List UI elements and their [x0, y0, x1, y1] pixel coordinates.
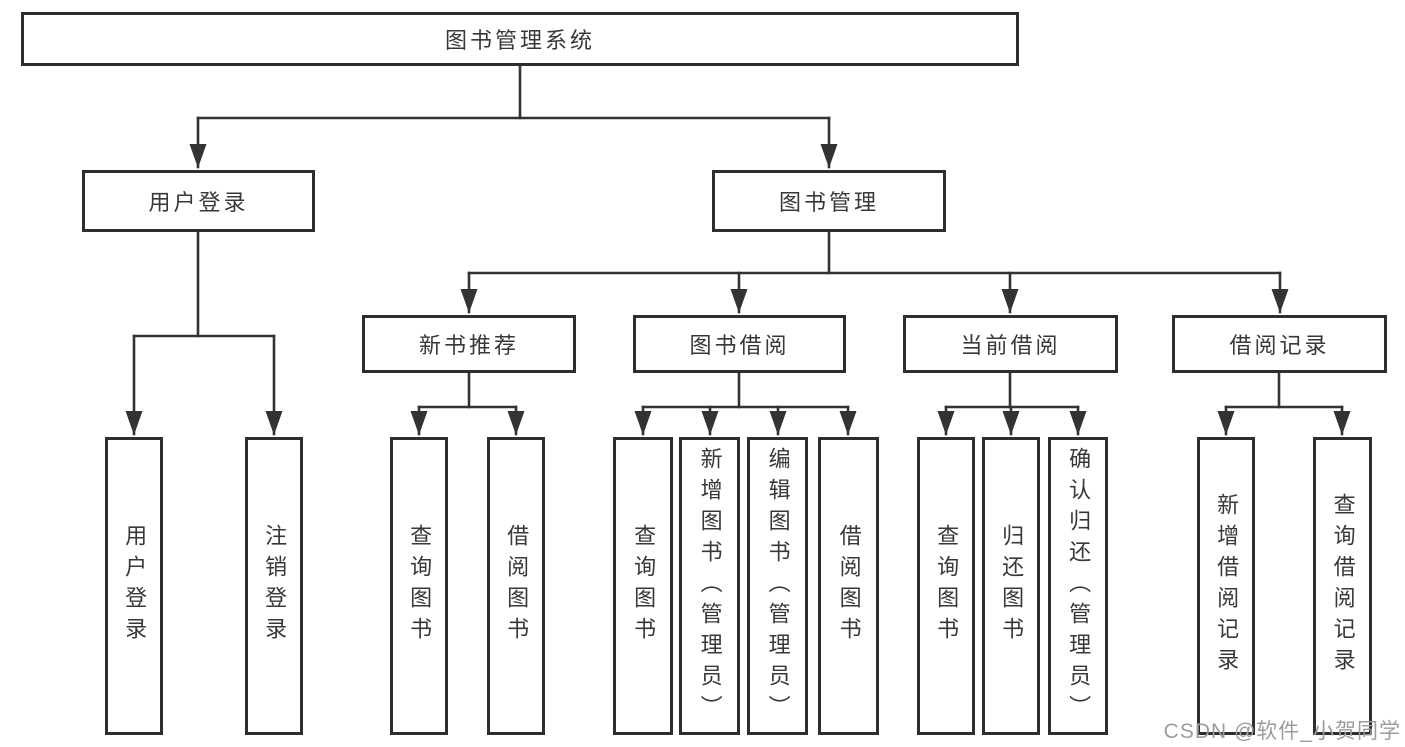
leaf-query-books-current-label: 查询图书	[934, 524, 960, 648]
edges-book-management	[460, 230, 1289, 314]
edges-book-borrowing	[634, 371, 857, 436]
leaf-query-books-borrowing: 查询图书	[613, 437, 673, 735]
leaf-user-login: 用户登录	[105, 437, 163, 735]
edges-root	[189, 64, 838, 169]
leaf-add-books-admin: 新增图书（管理员）	[679, 437, 740, 735]
node-book-borrowing: 图书借阅	[633, 315, 846, 373]
node-root: 图书管理系统	[21, 12, 1019, 66]
leaf-query-borrow-record: 查询借阅记录	[1313, 437, 1372, 735]
leaf-confirm-return-admin: 确认归还（管理员）	[1048, 437, 1108, 735]
leaf-query-books-borrowing-label: 查询图书	[631, 524, 657, 648]
node-new-book-recommend: 新书推荐	[362, 315, 576, 373]
node-user-login-group-label: 用户登录	[148, 190, 249, 215]
leaf-query-borrow-record-label: 查询借阅记录	[1330, 493, 1356, 679]
leaf-add-borrow-record-label: 新增借阅记录	[1214, 493, 1240, 679]
edges-borrow-records	[1217, 371, 1351, 436]
leaf-logout: 注销登录	[245, 437, 303, 735]
leaf-borrow-books-recommend-label: 借阅图书	[504, 524, 530, 648]
leaf-edit-books-admin: 编辑图书（管理员）	[747, 437, 808, 735]
leaf-confirm-return-admin-label: 确认归还（管理员）	[1066, 446, 1092, 726]
node-new-book-recommend-label: 新书推荐	[418, 333, 519, 358]
node-book-management-label: 图书管理	[778, 190, 879, 215]
leaf-edit-books-admin-label: 编辑图书（管理员）	[765, 446, 791, 726]
leaf-logout-label: 注销登录	[262, 524, 288, 648]
leaf-borrow-books-borrowing-label: 借阅图书	[836, 524, 862, 648]
node-borrow-records-label: 借阅记录	[1229, 333, 1330, 358]
node-book-borrowing-label: 图书借阅	[689, 333, 790, 358]
node-user-login-group: 用户登录	[82, 170, 315, 232]
node-borrow-records: 借阅记录	[1172, 315, 1387, 373]
leaf-add-borrow-record: 新增借阅记录	[1197, 437, 1255, 735]
leaf-return-books: 归还图书	[982, 437, 1040, 735]
leaf-return-books-label: 归还图书	[999, 524, 1025, 648]
leaf-query-books-recommend-label: 查询图书	[407, 524, 433, 648]
node-current-borrowing: 当前借阅	[903, 315, 1118, 373]
csdn-watermark: CSDN @软件_小贺同学	[1163, 720, 1401, 743]
leaf-borrow-books-borrowing: 借阅图书	[818, 437, 879, 735]
leaf-user-login-label: 用户登录	[122, 524, 148, 648]
leaf-add-books-admin-label: 新增图书（管理员）	[697, 446, 723, 726]
edges-new-book-recommend	[410, 371, 525, 436]
edges-current-borrowing	[937, 371, 1087, 436]
leaf-query-books-current: 查询图书	[917, 437, 975, 735]
node-current-borrowing-label: 当前借阅	[960, 333, 1061, 358]
node-root-label: 图书管理系统	[444, 28, 595, 53]
node-book-management: 图书管理	[712, 170, 946, 232]
edges-user-login	[125, 230, 283, 436]
leaf-query-books-recommend: 查询图书	[390, 437, 448, 735]
leaf-borrow-books-recommend: 借阅图书	[487, 437, 545, 735]
